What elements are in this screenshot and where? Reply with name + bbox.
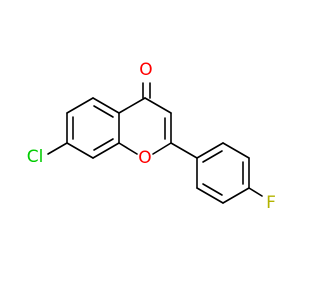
atom-label-group: O O Cl F xyxy=(27,60,276,213)
bond-group xyxy=(47,82,263,204)
bond-ph1-ph2-inner xyxy=(202,150,223,163)
bond-ph1-ph2 xyxy=(196,142,224,159)
bond-c2-phenyl xyxy=(170,142,198,159)
bond-ph5-ph6 xyxy=(196,187,224,204)
bond-ph5-ph6-inner xyxy=(202,183,223,196)
bond-c5-c6 xyxy=(66,97,94,114)
bond-c8-c8a xyxy=(92,142,120,159)
bond-ph2-ph3 xyxy=(222,142,250,159)
bond-o1-c8a xyxy=(118,142,138,155)
bond-c8-c8a-inner xyxy=(93,138,114,151)
bond-c2-o1 xyxy=(152,142,172,155)
atom-label-chlorine: Cl xyxy=(27,147,44,167)
bond-c4a-c5-inner xyxy=(93,105,114,118)
atom-label-carbonyl-oxygen: O xyxy=(139,60,152,80)
atom-label-fluorine: F xyxy=(266,193,276,213)
bond-c7-cl xyxy=(47,142,68,155)
molecule-structure-diagram: O O Cl F xyxy=(27,60,276,213)
bond-c4a-c5 xyxy=(92,97,120,114)
bond-ph4-f xyxy=(248,187,263,197)
bond-ph4-ph5 xyxy=(222,187,250,204)
bond-c7-c8 xyxy=(66,142,94,159)
bond-c4-c3 xyxy=(144,97,172,114)
bond-c4-c4a xyxy=(118,97,146,114)
atom-label-ring-oxygen: O xyxy=(138,148,151,168)
